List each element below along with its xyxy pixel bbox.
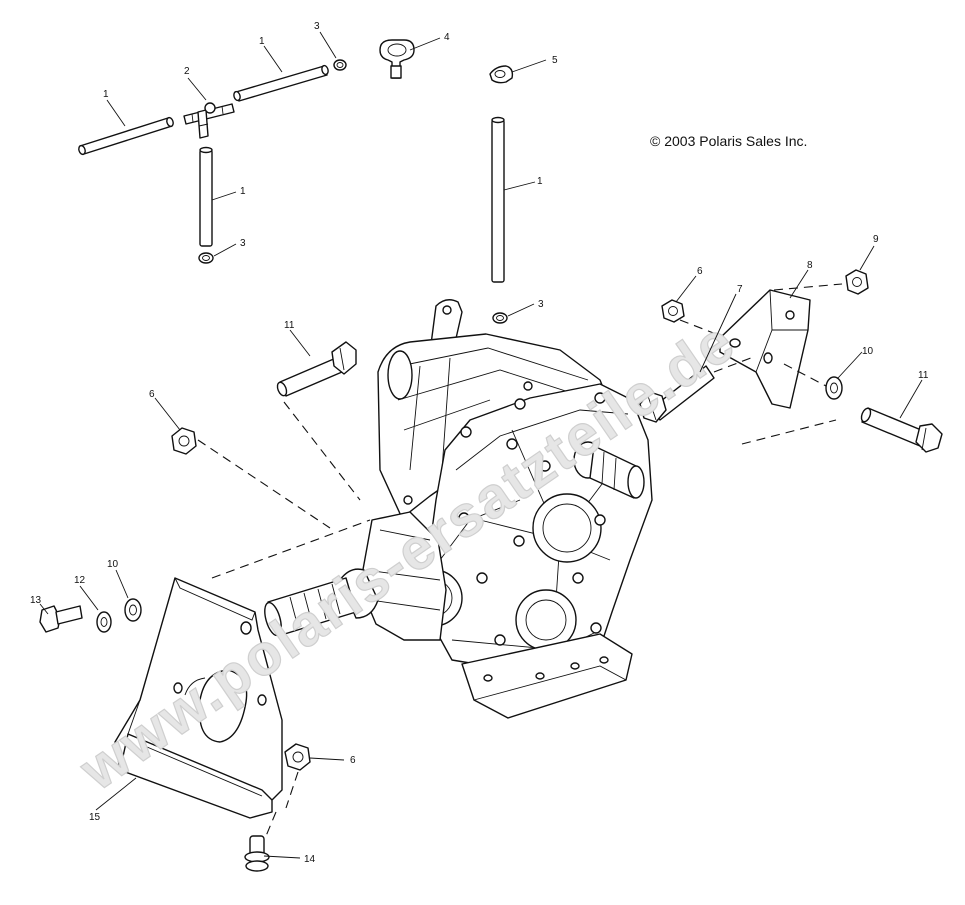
nut-top-right [845, 269, 869, 295]
front-bracket [114, 577, 283, 819]
clamp-top [333, 59, 347, 71]
bolt-long [639, 365, 715, 423]
washer-left [124, 598, 142, 622]
callout-nut-left: 6 [149, 389, 155, 400]
callout-numbers: 1 1 2 3 4 5 1 3 1 3 11 6 6 7 8 9 10 11 1… [30, 21, 929, 865]
callout-clamp-left: 3 [240, 238, 246, 249]
callout-front-bracket: 15 [89, 812, 101, 823]
washer-lock [96, 611, 112, 633]
callout-washer-lock: 12 [74, 575, 86, 586]
mount-bracket [719, 289, 811, 409]
bolt-flange [244, 835, 270, 872]
callout-mount-bracket: 8 [807, 260, 813, 271]
callout-nut-right: 6 [697, 266, 703, 277]
bolt-small [39, 605, 83, 633]
callout-hose-vertical-left: 1 [240, 186, 246, 197]
nut-right [661, 299, 685, 323]
callout-washer-right: 10 [862, 346, 874, 357]
leader-lines [39, 31, 923, 859]
hose-vertical-right [491, 116, 505, 283]
callout-nut-bracket: 6 [350, 755, 356, 766]
callout-clamp-right: 3 [538, 299, 544, 310]
assembly-lines [197, 283, 843, 837]
callout-hose-vertical-right: 1 [537, 176, 543, 187]
washer-right [825, 376, 843, 400]
callout-bolt-right: 11 [918, 370, 929, 381]
callout-clamp-top: 3 [314, 21, 320, 32]
callout-hose-lower-left: 1 [103, 89, 109, 100]
tee-fitting [183, 102, 235, 139]
hose-clip [489, 65, 514, 84]
callout-bolt-left: 11 [284, 320, 295, 331]
hose-vertical-left [199, 146, 213, 247]
callout-washer-left: 10 [107, 559, 119, 570]
callout-hose-upper: 1 [259, 36, 265, 47]
clamp-left [198, 252, 214, 264]
nut-left [171, 427, 197, 455]
callout-vent-valve: 4 [444, 32, 450, 43]
copyright-text: © 2003 Polaris Sales Inc. [650, 133, 807, 149]
vent-valve [379, 39, 415, 79]
hose-upper [233, 64, 329, 102]
callout-nut-top-right: 9 [873, 234, 879, 245]
callout-bolt-small: 13 [30, 595, 42, 606]
nut-bracket [284, 743, 311, 771]
callout-tee-fitting: 2 [184, 66, 190, 77]
bolt-right [860, 407, 943, 453]
callout-bolt-flange: 14 [304, 854, 316, 865]
callout-hose-clip: 5 [552, 55, 558, 66]
hose-lower-left [78, 116, 174, 156]
clamp-right [492, 312, 508, 324]
callout-bolt-long: 7 [737, 284, 743, 295]
bolt-left [276, 341, 357, 397]
transmission-case [264, 299, 653, 719]
